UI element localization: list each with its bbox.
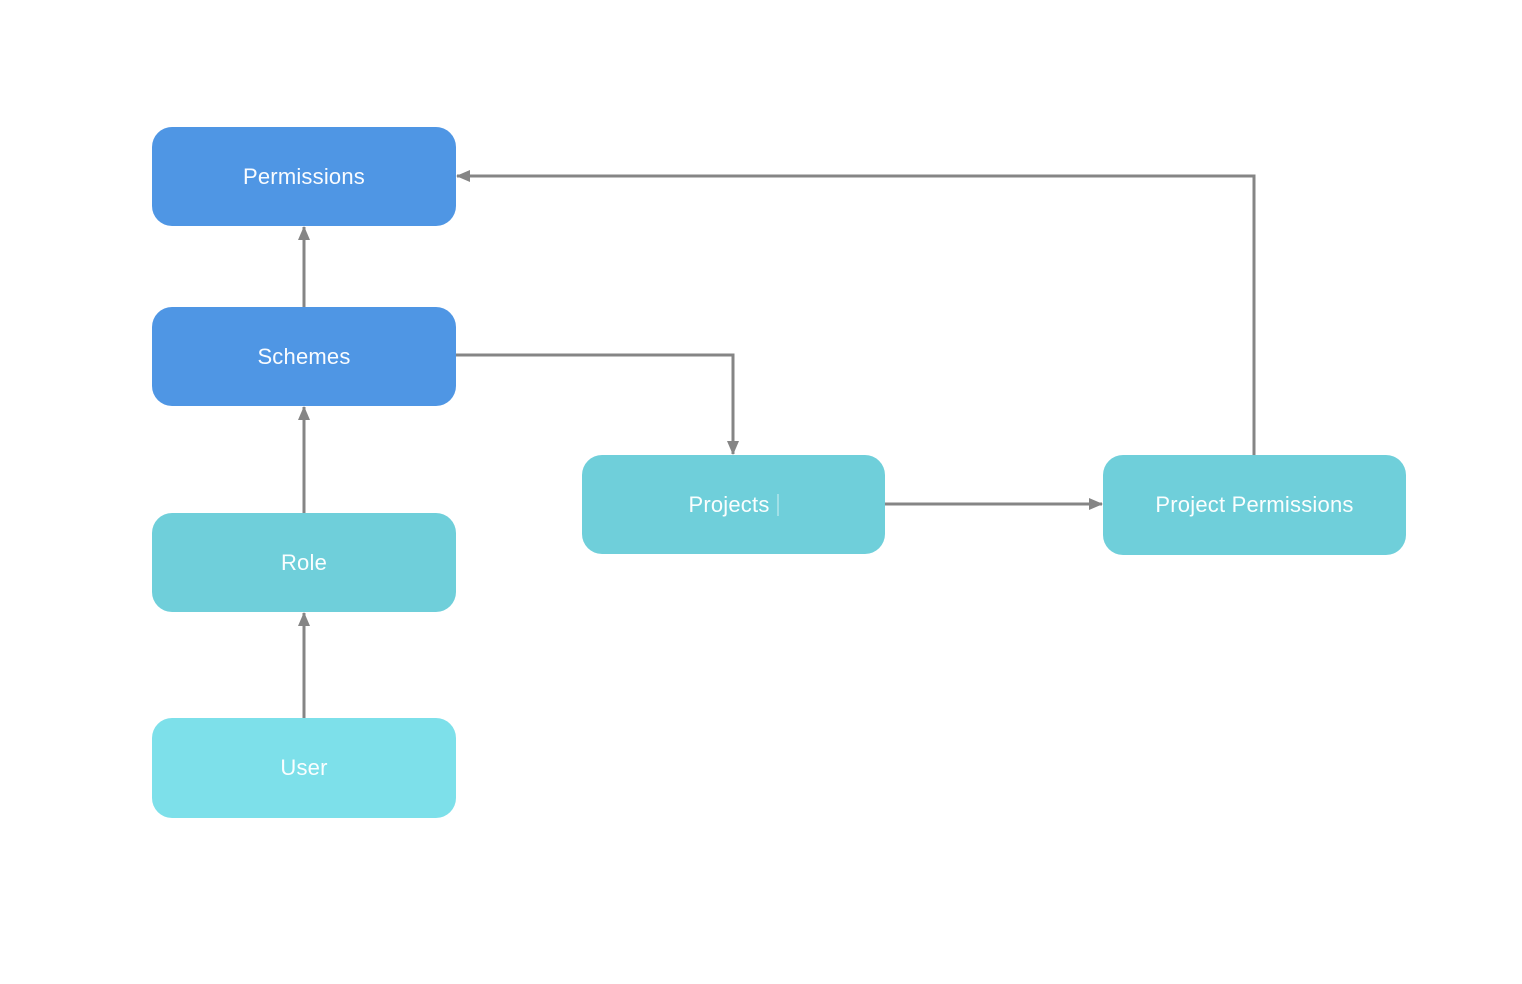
- edge-project-permissions-to-permissions: [456, 170, 1256, 455]
- node-schemes[interactable]: Schemes: [152, 307, 456, 406]
- node-project-permissions[interactable]: Project Permissions: [1103, 455, 1406, 555]
- node-projects[interactable]: Projects: [582, 455, 885, 554]
- node-label-permissions: Permissions: [242, 163, 365, 189]
- edge-schemes-to-projects: [456, 353, 739, 455]
- node-label-project-permissions: Project Permissions: [1155, 492, 1354, 517]
- node-label-projects: Projects: [688, 491, 770, 517]
- node-label-schemes: Schemes: [257, 343, 351, 369]
- node-permissions[interactable]: Permissions: [152, 127, 456, 226]
- node-user[interactable]: User: [152, 718, 456, 818]
- node-label-user: User: [280, 755, 328, 780]
- node-role[interactable]: Role: [152, 513, 456, 612]
- text-caret: [776, 493, 779, 516]
- node-label-role: Role: [280, 549, 328, 575]
